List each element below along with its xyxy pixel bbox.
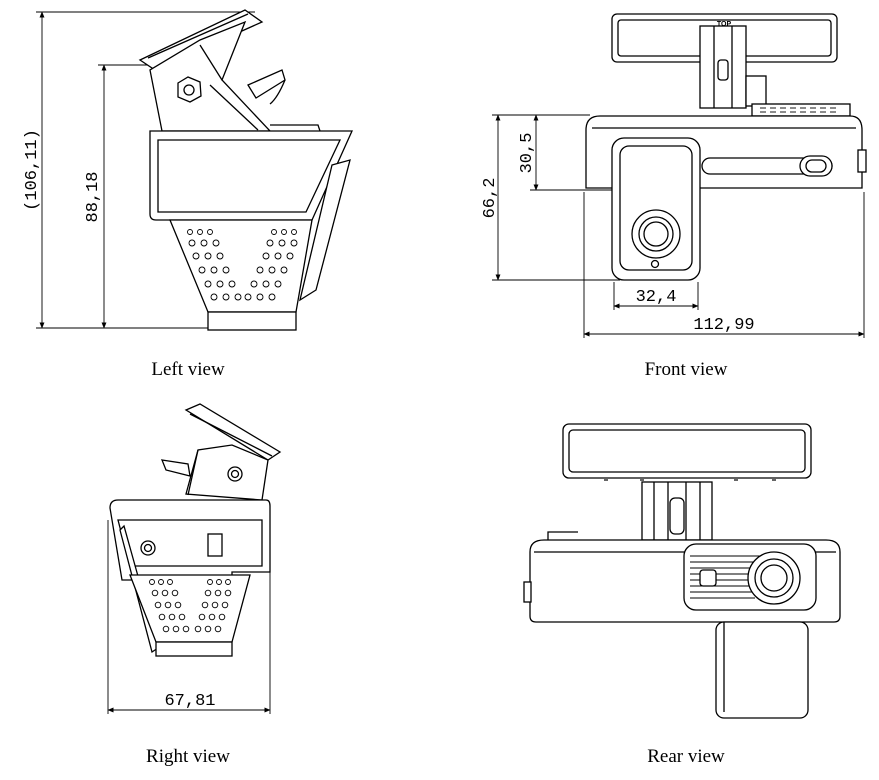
right-dimension-lines <box>107 520 271 714</box>
front-dimension-lines <box>492 114 865 338</box>
right-vent-holes <box>149 579 232 633</box>
connector-icon <box>140 540 156 556</box>
front-total-width-label: 112,99 <box>693 316 754 335</box>
front-upper-height-label: 30,5 <box>518 133 537 174</box>
rear-lens-icon <box>747 551 801 605</box>
right-view: 67,81 <box>107 403 282 714</box>
front-view: 66,2 30,5 32,4 112,99 TOP <box>481 13 867 338</box>
front-view-body: TOP <box>585 13 867 281</box>
left-view: (106,11) 88,18 <box>23 9 354 331</box>
left-vent-holes <box>187 229 298 301</box>
front-view-caption: Front view <box>644 359 728 380</box>
right-depth-label: 67,81 <box>164 692 215 711</box>
top-marking-label: TOP <box>717 21 732 28</box>
left-dimension-lines <box>36 11 255 329</box>
right-view-caption: Right view <box>146 746 230 767</box>
rear-view-caption: Rear view <box>647 746 725 767</box>
rear-view <box>523 423 841 719</box>
front-height-label: 66,2 <box>481 178 500 219</box>
front-lens-width-label: 32,4 <box>636 288 677 307</box>
left-overall-height-label: (106,11) <box>23 129 42 211</box>
left-view-body <box>138 9 354 331</box>
right-view-body <box>109 403 282 657</box>
left-view-caption: Left view <box>151 359 225 380</box>
left-body-height-label: 88,18 <box>84 171 103 222</box>
hex-bolt-icon <box>177 76 202 103</box>
